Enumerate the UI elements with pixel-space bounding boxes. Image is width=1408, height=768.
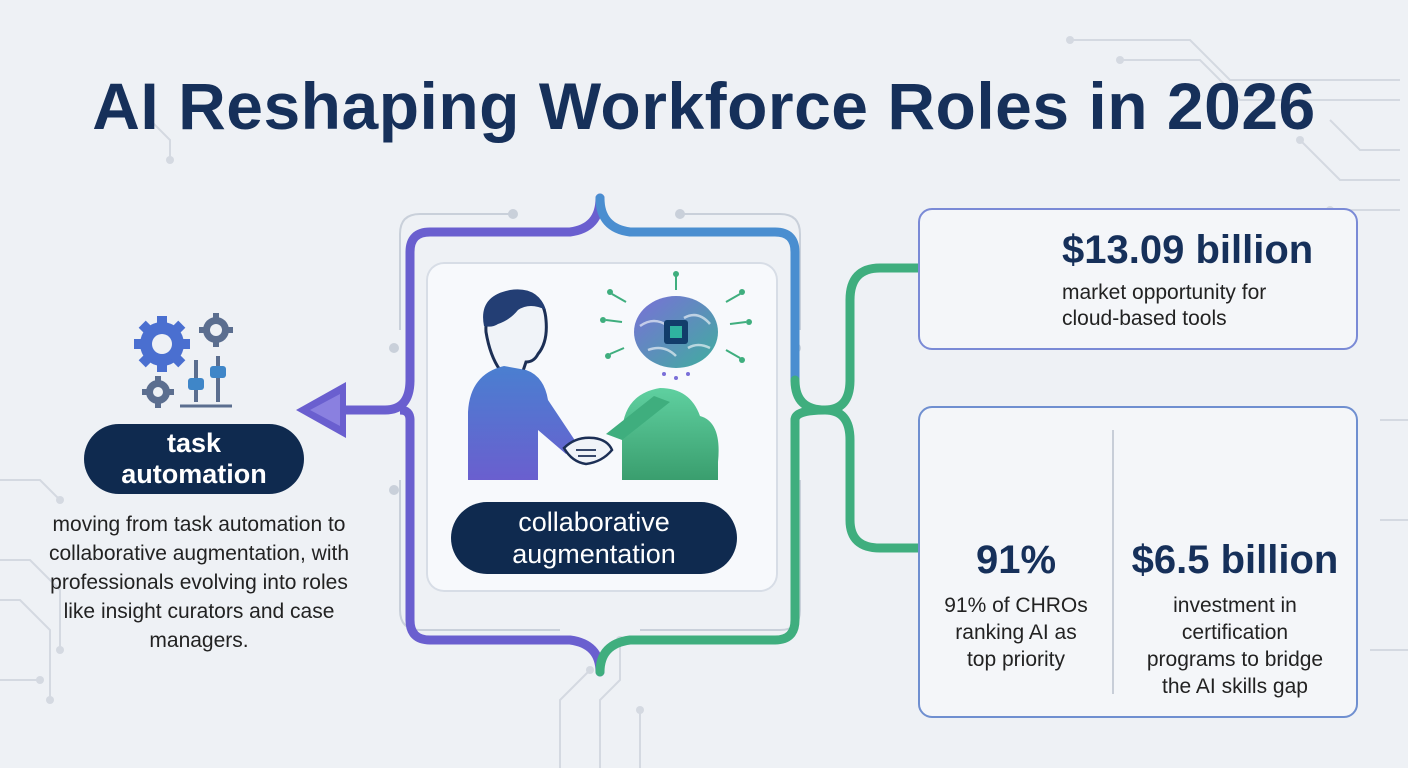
task-automation-label-line2: automation <box>121 459 267 489</box>
handshake-icon <box>562 436 614 466</box>
person-icon <box>468 289 576 480</box>
task-automation-description: moving from task automation to collabora… <box>48 513 349 652</box>
stats-card <box>918 406 1358 718</box>
chro-desc-line3: top priority <box>966 648 1066 671</box>
market-opportunity-description: market opportunity for cloud-based tools <box>1062 280 1266 332</box>
task-automation-badge: task automation <box>84 424 304 494</box>
cert-desc-line1: investment in <box>1173 594 1297 617</box>
market-opportunity-desc-line1: market opportunity for <box>1062 281 1267 304</box>
ai-robot-icon <box>606 388 719 480</box>
collaborative-augmentation-line1: collaborative <box>518 507 670 537</box>
market-opportunity-desc-line2: cloud-based tools <box>1062 307 1227 330</box>
cert-desc-line4: the AI skills gap <box>1162 675 1308 698</box>
chro-priority-description: 91% of CHROs ranking AI as top priority <box>930 592 1102 673</box>
task-automation-label-line1: task <box>166 428 222 458</box>
cert-desc-line3: programs to bridge <box>1146 648 1324 671</box>
ai-brain-icon <box>600 271 752 380</box>
circuit-pattern <box>0 39 1408 768</box>
cert-desc-line2: certification <box>1181 621 1289 644</box>
chro-desc-line2: ranking AI as <box>955 621 1077 644</box>
collaborative-augmentation-badge: collaborative augmentation <box>451 502 737 574</box>
stats-divider <box>1112 430 1114 694</box>
chro-priority-value: 91% <box>975 538 1057 582</box>
market-opportunity-card <box>918 208 1358 350</box>
chro-desc-line1: 91% of CHROs <box>944 594 1088 617</box>
collaboration-illustration <box>468 271 752 480</box>
certification-investment-description: investment in certification programs to … <box>1120 592 1350 700</box>
certification-investment-value: $6.5 billion <box>1131 538 1339 582</box>
collaborative-augmentation-line2: augmentation <box>512 539 676 569</box>
sliders-icon <box>180 356 232 408</box>
gears-icon <box>134 313 233 408</box>
page-title: AI Reshaping Workforce Roles in 2026 <box>92 69 1316 143</box>
market-opportunity-value: $13.09 billion <box>1062 228 1314 272</box>
